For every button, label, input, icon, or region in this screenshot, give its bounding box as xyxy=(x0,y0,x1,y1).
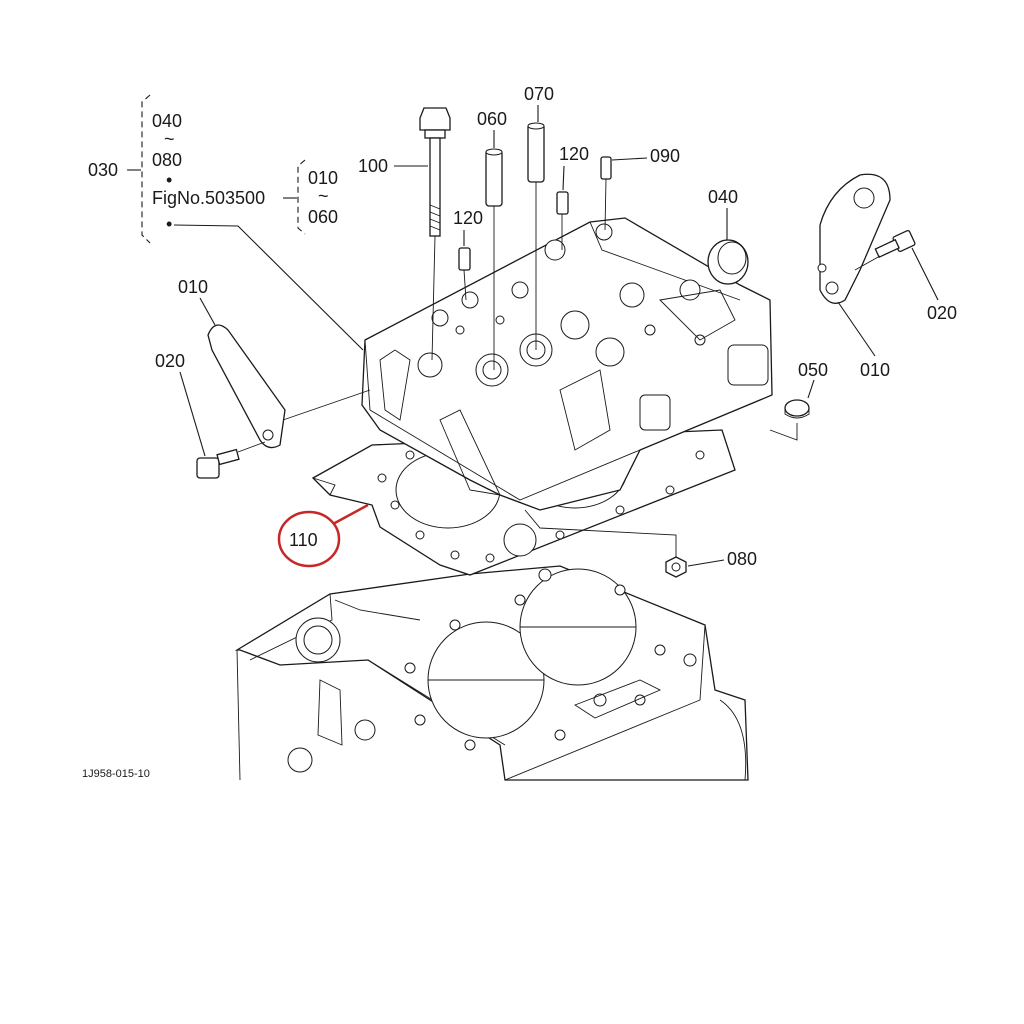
gasket-callout-highlight: 110 xyxy=(277,503,369,568)
outer-brace xyxy=(141,94,151,244)
bolt-left xyxy=(196,441,266,479)
callout-bracket-right: 010 xyxy=(860,360,890,380)
callout-bolt-left: 020 xyxy=(155,351,185,371)
plug-090 xyxy=(600,156,612,231)
plug-040 xyxy=(707,239,749,285)
dot-a: • xyxy=(166,170,172,190)
cap-050 xyxy=(769,399,810,441)
range-b-to: 060 xyxy=(308,207,338,227)
callout-gasket-110: 110 xyxy=(289,530,318,550)
callout-bolt-right: 020 xyxy=(927,303,957,323)
valve-guide-070 xyxy=(527,122,545,350)
fig-ref: FigNo.503500 xyxy=(152,188,265,208)
bracket-group-annotation: 030 040 ~ 080 • FigNo.503500 010 ~ 060 • xyxy=(88,94,364,351)
head-bolt xyxy=(419,107,451,361)
dowel-pin-lower xyxy=(458,247,471,301)
lifting-bracket-left xyxy=(207,324,371,449)
callout-dowel-upper: 120 xyxy=(559,144,589,164)
drawing-code: 1J958-015-10 xyxy=(82,768,150,780)
label-030: 030 xyxy=(88,160,118,180)
callout-labels: 100 060 070 120 120 090 040 020 010 050 … xyxy=(155,84,957,569)
range-a-from: 040 xyxy=(152,111,182,131)
callout-cap-050: 050 xyxy=(798,360,828,380)
leader-head-assembly xyxy=(173,224,364,351)
cylinder-head xyxy=(361,217,773,511)
callout-nut-080: 080 xyxy=(727,549,757,569)
bolt-right xyxy=(854,229,916,271)
callout-plug-090: 090 xyxy=(650,146,680,166)
dowel-pin-upper xyxy=(556,191,569,250)
callout-dowel-lower: 120 xyxy=(453,208,483,228)
callout-guide-060: 060 xyxy=(477,109,507,129)
range-a-tilde: ~ xyxy=(164,129,175,149)
range-a-to: 080 xyxy=(152,150,182,170)
callout-bolt-long: 100 xyxy=(358,156,388,176)
callout-plug-040: 040 xyxy=(708,187,738,207)
cylinder-block xyxy=(234,565,749,781)
range-b-from: 010 xyxy=(308,168,338,188)
range-b-tilde: ~ xyxy=(318,186,329,206)
callout-bracket-left: 010 xyxy=(178,277,208,297)
nut-080 xyxy=(524,509,687,578)
inner-brace xyxy=(297,159,306,235)
valve-guide-060 xyxy=(485,148,503,370)
dot-b: • xyxy=(166,214,172,234)
lifting-bracket-right xyxy=(817,173,891,304)
callout-guide-070: 070 xyxy=(524,84,554,104)
